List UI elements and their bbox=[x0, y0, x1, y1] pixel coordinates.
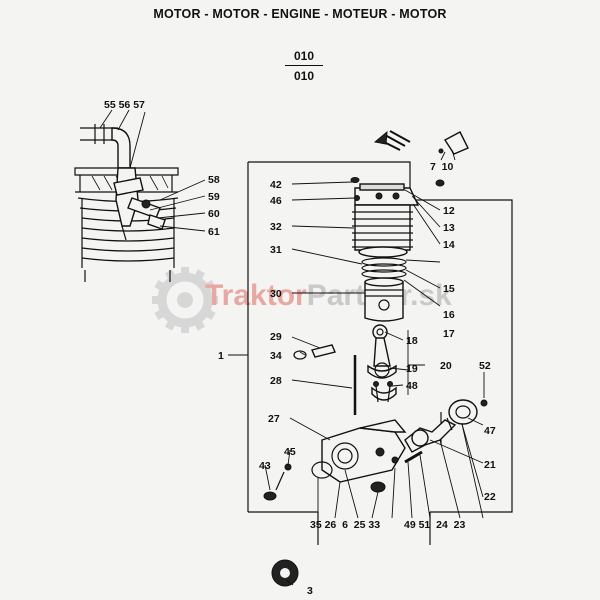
code-divider bbox=[285, 65, 323, 67]
gear-tooth bbox=[165, 317, 177, 331]
oil-seal bbox=[311, 461, 333, 479]
watermark-gear-icon bbox=[152, 267, 218, 333]
callout-22: 22 bbox=[484, 491, 496, 503]
small-parts bbox=[311, 450, 423, 493]
injector-inset bbox=[74, 124, 179, 282]
callout-35-26-6-25-33: 35 26 6 25 33 bbox=[310, 519, 380, 531]
callout-59: 59 bbox=[208, 191, 220, 203]
leader-lines bbox=[99, 109, 485, 586]
fuel-filter-part bbox=[435, 131, 469, 187]
gear-tooth bbox=[181, 267, 189, 277]
callout-16: 16 bbox=[443, 309, 455, 321]
callout-28: 28 bbox=[270, 375, 282, 387]
gear-tooth bbox=[193, 317, 205, 331]
callout-14: 14 bbox=[443, 239, 455, 251]
callout-30: 30 bbox=[270, 288, 282, 300]
callout-49-51-24-23: 49 51 24 23 bbox=[404, 519, 465, 531]
piston bbox=[364, 277, 404, 322]
cylinder-head bbox=[350, 177, 420, 206]
crankcase bbox=[321, 419, 407, 483]
callout-52: 52 bbox=[479, 360, 491, 372]
callout-61: 61 bbox=[208, 226, 220, 238]
watermark-text: TraktorPartner.sk bbox=[205, 279, 452, 312]
callout-46: 46 bbox=[270, 195, 282, 207]
callout-20: 20 bbox=[440, 360, 452, 372]
callout-1: 1 bbox=[218, 350, 224, 362]
callout-27: 27 bbox=[268, 413, 280, 425]
callout-15: 15 bbox=[443, 283, 455, 295]
callout-18: 18 bbox=[406, 335, 418, 347]
circlip bbox=[293, 350, 307, 360]
gear-tooth bbox=[202, 280, 216, 292]
callout-58: 58 bbox=[208, 174, 220, 186]
timing-gear bbox=[271, 559, 299, 587]
callout-55-56-57: 55 56 57 bbox=[104, 99, 145, 111]
gear-tooth bbox=[152, 296, 162, 304]
callout-43: 43 bbox=[259, 460, 271, 472]
callout-42: 42 bbox=[270, 179, 282, 191]
callout-47: 47 bbox=[484, 425, 496, 437]
gear-tooth bbox=[193, 269, 205, 283]
piston-rings bbox=[361, 257, 407, 279]
callout-60: 60 bbox=[208, 208, 220, 220]
callout-32: 32 bbox=[270, 221, 282, 233]
bearing-cover bbox=[446, 399, 488, 431]
callout-19: 19 bbox=[406, 363, 418, 375]
callout-17: 17 bbox=[443, 328, 455, 340]
callout-34: 34 bbox=[270, 350, 282, 362]
page-title: MOTOR - MOTOR - ENGINE - MOTEUR - MOTOR bbox=[153, 7, 447, 21]
gear-tooth bbox=[165, 269, 177, 283]
gear-tooth bbox=[181, 323, 189, 333]
watermark-suffix: .sk bbox=[410, 279, 452, 312]
crankshaft bbox=[404, 419, 457, 453]
callout-3: 3 bbox=[307, 585, 313, 597]
callout-31: 31 bbox=[270, 244, 282, 256]
gear-tooth bbox=[154, 308, 168, 320]
direction-arrow-icon bbox=[373, 130, 411, 151]
callout-labels: 55 56 57 58 59 60 61 7 10 42 46 32 31 30… bbox=[104, 99, 496, 597]
group-code-top: 010 bbox=[293, 49, 315, 63]
callout-13: 13 bbox=[443, 222, 455, 234]
connecting-rod bbox=[367, 324, 397, 403]
watermark-first: Traktor bbox=[205, 279, 307, 312]
callout-48: 48 bbox=[406, 380, 418, 392]
callout-21: 21 bbox=[484, 459, 496, 471]
callout-29: 29 bbox=[270, 331, 282, 343]
gear-tooth bbox=[202, 308, 216, 320]
callout-7-10: 7 10 bbox=[430, 161, 454, 173]
callout-12: 12 bbox=[443, 205, 455, 217]
cylinder-block bbox=[352, 204, 413, 258]
gear-tooth bbox=[208, 296, 218, 304]
group-code-bottom: 010 bbox=[293, 69, 315, 83]
callout-45: 45 bbox=[284, 446, 296, 458]
piston-pin bbox=[293, 344, 336, 360]
gear-tooth bbox=[154, 280, 168, 292]
